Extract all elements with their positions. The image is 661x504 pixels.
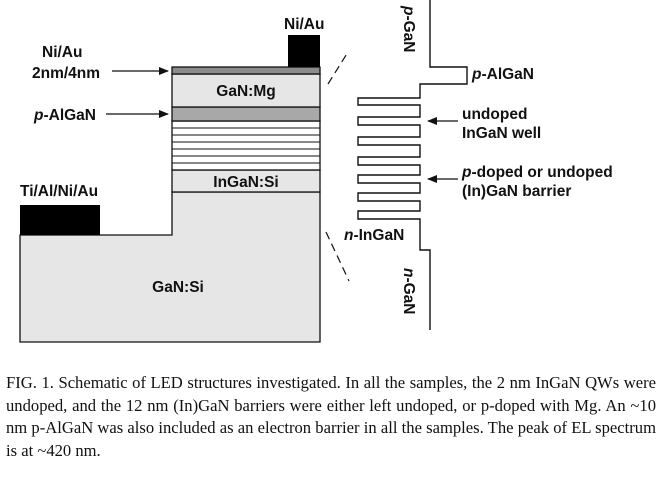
n-ingan-band-label: n-InGaN: [344, 227, 404, 244]
barrier-label-1: p-doped or undoped: [461, 164, 613, 181]
p-gan-band-label: p-GaN: [400, 5, 417, 53]
caption-text: FIG. 1. Schematic of LED structures inve…: [6, 373, 656, 460]
band-profile: [357, 0, 468, 330]
thin-ni-au-layer: [171, 66, 321, 75]
gan-si-label: GaN:Si: [152, 279, 204, 296]
p-algan-layer: [171, 106, 321, 122]
zoom-line-bottom: [325, 231, 350, 282]
ni-au-thin-label-1: Ni/Au: [42, 44, 82, 61]
ni-au-thin-label-2: 2nm/4nm: [32, 65, 100, 82]
ingan-si-label: InGaN:Si: [213, 174, 278, 191]
well-label-2: InGaN well: [462, 125, 541, 142]
zoom-line-top: [327, 51, 349, 85]
gan-mg-label: GaN:Mg: [216, 83, 275, 100]
ni-au-top-label: Ni/Au: [284, 16, 324, 33]
p-algan-band-label: p-AlGaN: [471, 66, 534, 83]
ti-contact-label: Ti/Al/Ni/Au: [20, 183, 98, 200]
figure-caption: FIG. 1. Schematic of LED structures inve…: [6, 372, 656, 462]
ti-al-ni-au-contact: [20, 205, 100, 235]
well-label-1: undoped: [462, 106, 527, 123]
barrier-label-2: (In)GaN barrier: [462, 183, 571, 200]
mqw-stack: [171, 120, 321, 171]
p-algan-left-label: p-AlGaN: [33, 107, 96, 124]
ni-au-contact: [288, 35, 320, 67]
layer-stack: [19, 35, 321, 343]
n-gan-band-label: n-GaN: [400, 268, 417, 315]
gan-mg-layer: [171, 73, 321, 108]
band-diagram: [357, 0, 468, 330]
